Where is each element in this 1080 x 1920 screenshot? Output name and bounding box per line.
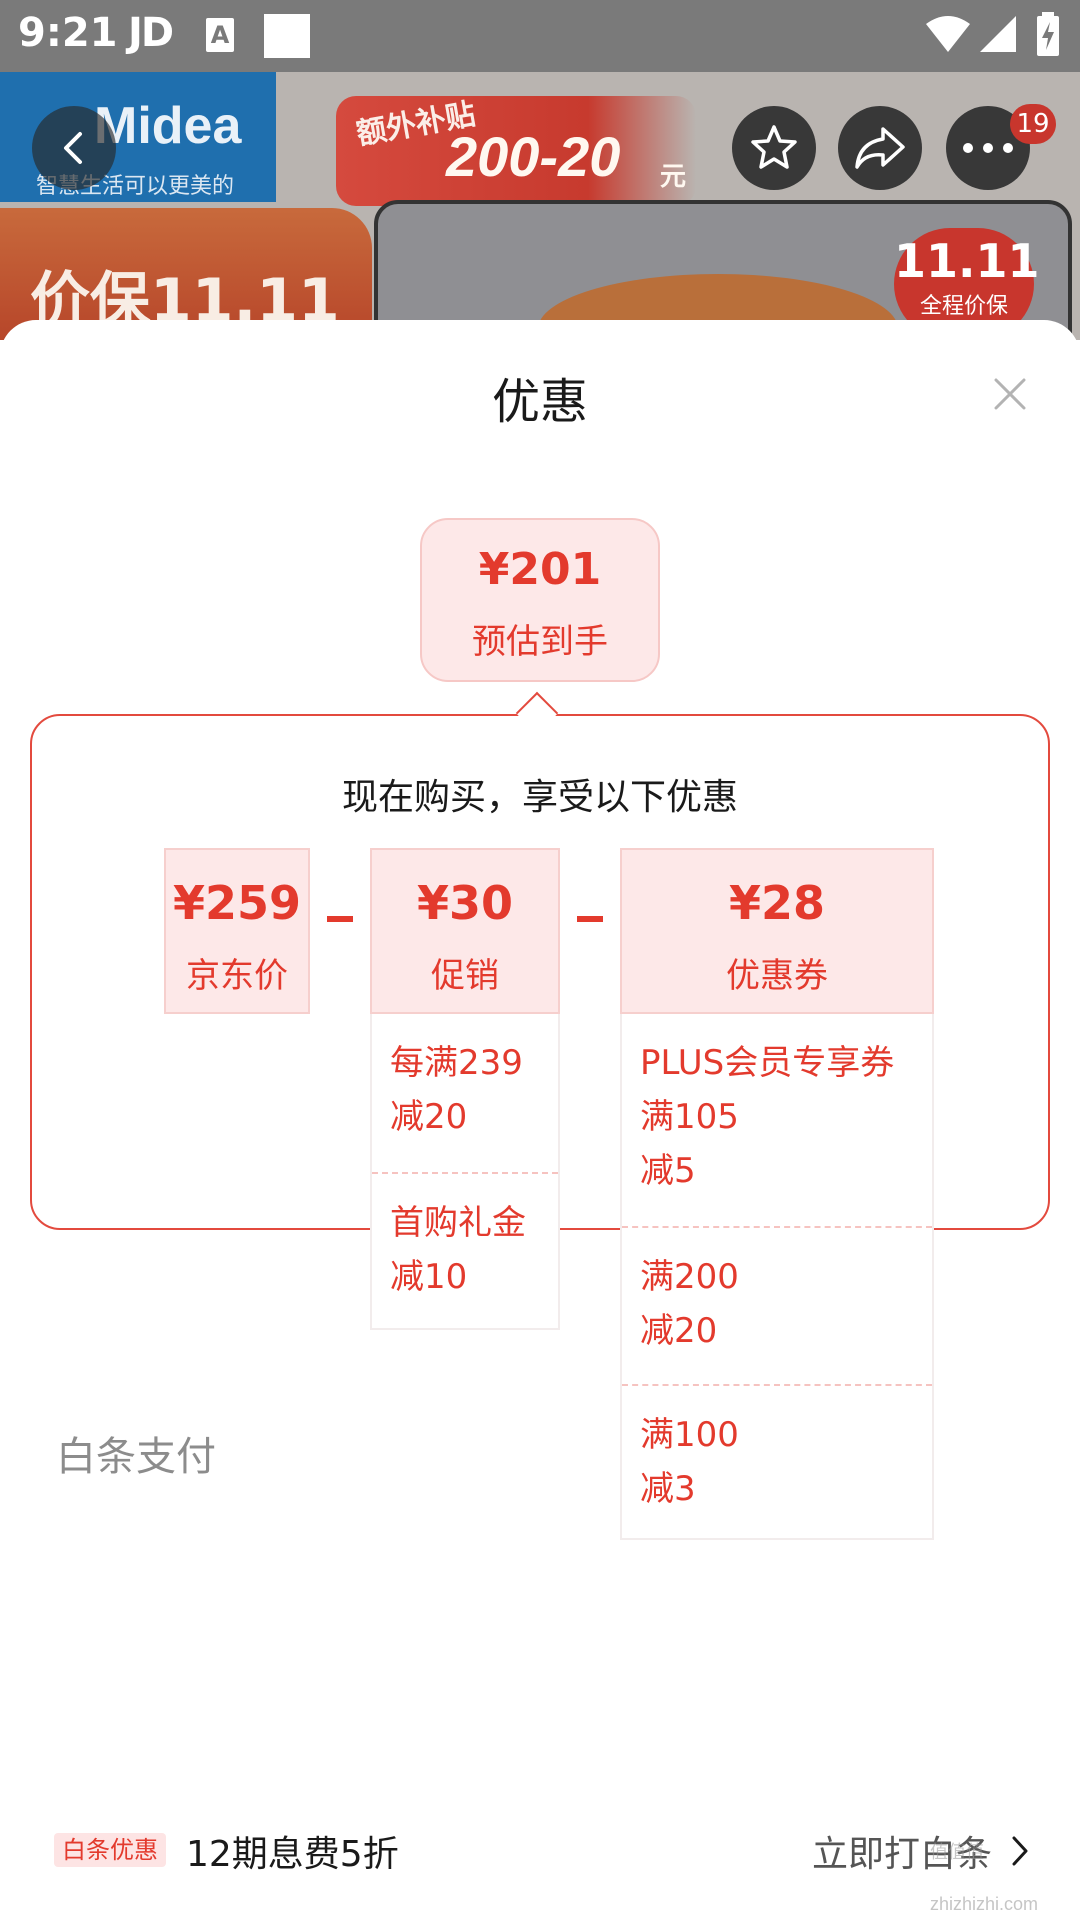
jd-price-label: 京东价 bbox=[186, 956, 288, 996]
coupon-value: ¥28 bbox=[728, 876, 826, 930]
back-button[interactable] bbox=[32, 106, 116, 190]
promotion-label: 促销 bbox=[431, 956, 499, 996]
panel-heading: 现在购买，享受以下优惠 bbox=[341, 777, 738, 818]
coupon-detail-item: 满100 减3 bbox=[622, 1384, 932, 1542]
back-arrow-icon bbox=[64, 132, 82, 164]
notification-square-icon bbox=[264, 14, 310, 58]
promotion-box: ¥30 促销 bbox=[370, 848, 560, 1014]
share-icon bbox=[855, 127, 905, 169]
promotion-value: ¥30 bbox=[416, 876, 514, 930]
baitiao-discount-badge: 白条优惠 bbox=[54, 1833, 166, 1867]
coupon-box: ¥28 优惠券 bbox=[620, 848, 934, 1014]
coupon-details-list: PLUS会员专享券 满105 减5 满200 减20 满100 减3 bbox=[620, 1014, 934, 1540]
coupon-detail-item: PLUS会员专享券 满105 减5 bbox=[622, 1014, 932, 1226]
estimated-price-bubble: ¥201 预估到手 bbox=[420, 518, 660, 682]
sheet-title: 优惠 bbox=[491, 374, 588, 430]
promotion-detail-condition: 每满239 bbox=[390, 1043, 523, 1083]
jd-price-value: ¥259 bbox=[172, 876, 302, 930]
star-icon bbox=[751, 125, 797, 169]
promotion-detail-condition: 首购礼金 bbox=[390, 1203, 526, 1243]
product-banner: Midea 智慧生活可以更美的 额外补贴 200-20 元 价保11.11 11… bbox=[0, 72, 1080, 340]
promotion-details-list: 每满239 减20 首购礼金 减10 bbox=[370, 1014, 560, 1330]
minus-sign bbox=[577, 916, 603, 922]
subsidy-promo-tag: 额外补贴 200-20 元 bbox=[336, 96, 696, 206]
guarantee-main-text: 11.11 bbox=[894, 234, 1040, 288]
discount-sheet: 优惠 ¥201 预估到手 现在购买，享受以下优惠 ¥259 京东价 ¥30 促销… bbox=[0, 320, 1080, 1920]
coupon-detail-condition: 满200 bbox=[640, 1257, 739, 1297]
coupon-detail-discount: 减5 bbox=[640, 1151, 696, 1191]
minus-sign bbox=[327, 916, 353, 922]
share-button[interactable] bbox=[838, 106, 922, 190]
promo-tag-main-text: 200-20 bbox=[446, 125, 621, 188]
status-time: 9:21 bbox=[18, 10, 118, 56]
coupon-detail-condition: 满105 bbox=[640, 1097, 739, 1137]
coupon-detail-condition: 满100 bbox=[640, 1415, 739, 1455]
more-dots-icon bbox=[963, 143, 1013, 153]
close-icon[interactable] bbox=[990, 374, 1030, 414]
notification-count-badge: 19 bbox=[1010, 104, 1056, 144]
guarantee-sub-text: 全程价保 bbox=[919, 294, 1008, 319]
favorite-button[interactable] bbox=[732, 106, 816, 190]
coupon-detail-discount: 减20 bbox=[640, 1311, 718, 1351]
status-app-label: JD bbox=[128, 10, 174, 56]
coupon-detail-discount: 减3 bbox=[640, 1469, 696, 1509]
promotion-detail-discount: 减20 bbox=[390, 1097, 468, 1137]
promotion-detail-item: 每满239 减20 bbox=[372, 1014, 558, 1172]
promo-tag-unit: 元 bbox=[660, 162, 687, 192]
wifi-icon bbox=[926, 16, 970, 52]
promotion-detail-item: 首购礼金 减10 bbox=[372, 1172, 558, 1330]
baitiao-offer-description: 12期息费5折 bbox=[186, 1834, 399, 1875]
jd-price-box: ¥259 京东价 bbox=[164, 848, 310, 1014]
coupon-detail-name: PLUS会员专享券 bbox=[640, 1043, 895, 1083]
baitiao-section-title: 白条支付 bbox=[56, 1434, 216, 1480]
baitiao-action-link[interactable]: 立即打白条 bbox=[812, 1834, 993, 1875]
battery-charging-icon bbox=[1037, 12, 1059, 56]
estimated-price-amount: ¥201 bbox=[478, 544, 602, 595]
promotion-detail-discount: 减10 bbox=[390, 1257, 468, 1297]
watermark-logo: 值值值 bbox=[930, 1842, 984, 1862]
estimated-price-label: 预估到手 bbox=[472, 622, 608, 662]
brand-name: Midea bbox=[94, 97, 242, 155]
watermark-url: zhizhizhi.com bbox=[930, 1894, 1039, 1914]
notification-a-icon: A bbox=[206, 18, 234, 52]
status-bar: 9:21 JD A bbox=[0, 0, 1080, 72]
coupon-label: 优惠券 bbox=[726, 956, 828, 996]
signal-icon bbox=[980, 16, 1016, 52]
chevron-right-icon[interactable] bbox=[1010, 1834, 1030, 1868]
coupon-detail-item: 满200 减20 bbox=[622, 1226, 932, 1384]
